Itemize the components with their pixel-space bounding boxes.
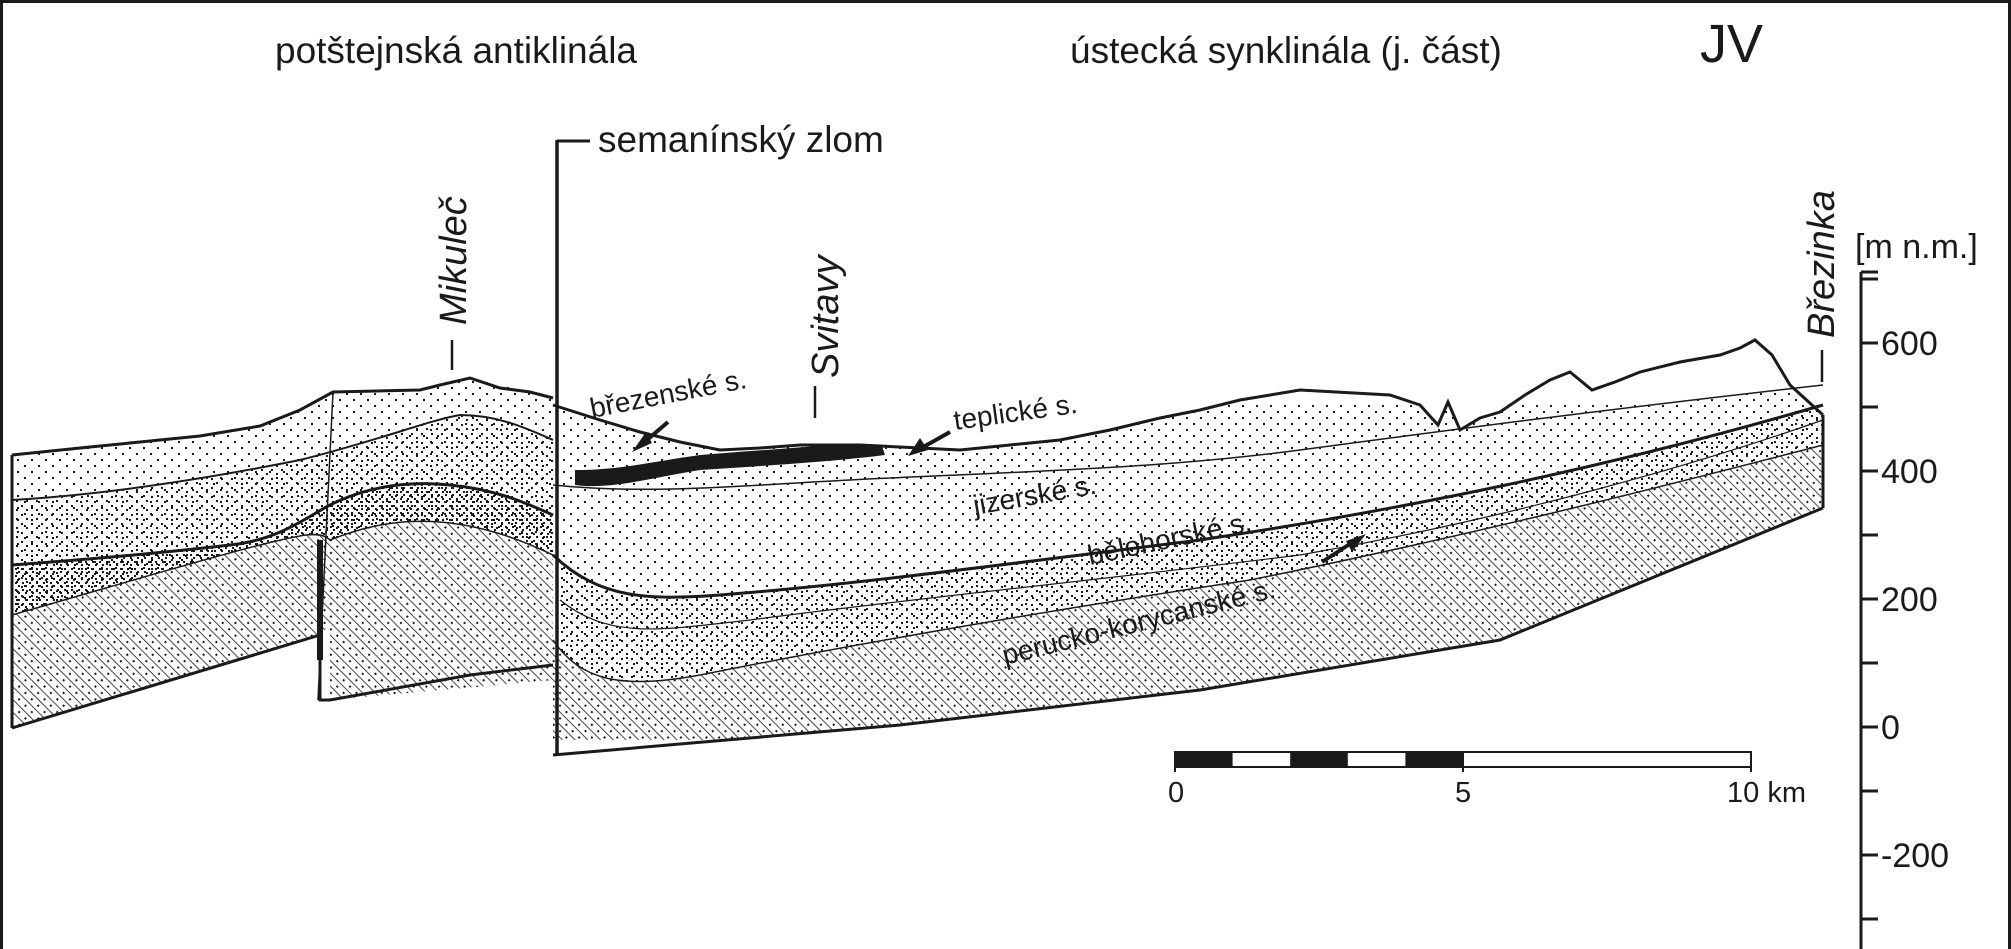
locality-svitavy: Svitavy [805,254,847,378]
scale-bar-segment [1175,752,1233,767]
elevation-axis-title: [m n.m.] [1855,228,1978,266]
scale-label-0: 0 [1168,777,1184,809]
right-structure-title: ústecká synklinála (j. část) [1070,30,1502,71]
scale-bar-segment [1290,752,1348,767]
locality-mikulec: Mikuleč [433,196,475,325]
scale-bar-segment [1405,752,1463,767]
fault-label: semanínský zlom [598,119,884,160]
label-brezenske: březenské s. [587,363,749,424]
locality-brezinka: Březinka [1801,190,1843,338]
direction-label: JV [1700,14,1763,74]
left-structure-title: potštejnská antiklinála [275,30,637,71]
elevation-tick-label: 600 [1881,325,1938,363]
elevation-tick-label: 400 [1881,453,1938,491]
scale-label-5: 5 [1455,777,1471,809]
elevation-axis: [m n.m.] 600 400 200 0 -200 [1855,228,1978,949]
label-teplicke: teplické s. [952,388,1080,436]
elevation-tick-label: 200 [1881,581,1938,619]
elevation-tick-label: -200 [1881,837,1949,875]
elevation-axis-ticks: 600 400 200 0 -200 [1861,279,1949,919]
scale-label-10km: 10 km [1727,777,1806,809]
elevation-tick-label: 0 [1881,709,1900,747]
